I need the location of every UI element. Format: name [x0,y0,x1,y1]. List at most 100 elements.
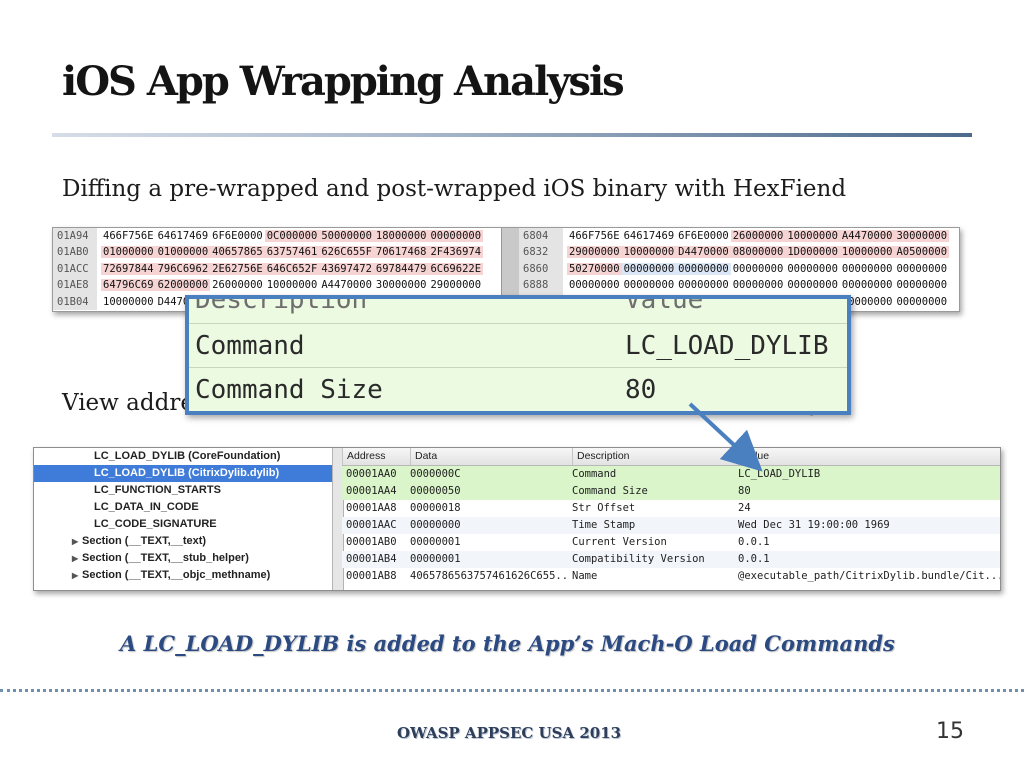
callout-header-description: Description [195,295,368,315]
tree-section-item[interactable]: ▶Section (__TEXT,__objc_methname) [34,567,332,584]
cell-value: 0.0.1 [738,553,770,565]
cell-data: 00000050 [410,485,461,497]
hex-word: 00000000 [787,279,838,292]
hex-word: 00000000 [732,262,784,275]
hex-word: 26000000 [212,279,263,292]
hex-word: 18000000 [373,230,429,242]
hex-word: 6F6E0000 [212,230,263,242]
tree-item-label: Section (__TEXT,__text) [82,535,207,547]
hex-word: 10000000 [103,295,154,308]
column-data[interactable]: Data [410,448,575,465]
callout-row-command-size: Command Size 80 [189,367,847,411]
callout-value: LC_LOAD_DYLIB [625,331,829,361]
hex-word: 466F756E [103,230,154,242]
tree-section-item[interactable]: ▶Section (__TEXT,__text) [34,533,332,550]
hex-word: 00000000 [569,279,620,292]
cell-address: 00001AAC [346,519,397,531]
hex-word: 64617469 [157,230,209,242]
hex-word: 00000000 [676,262,731,275]
hex-word: D4470000 [676,246,731,259]
hex-word: 466F756E [569,230,620,242]
disclosure-triangle-icon[interactable]: ▶ [72,571,79,580]
hex-word: 00000000 [841,279,893,292]
load-commands-tree[interactable]: LC_LOAD_DYLIB (CoreFoundation) LC_LOAD_DY… [34,448,332,590]
hex-word: 40657865 [210,246,265,259]
hex-word: A4470000 [321,279,372,292]
hex-word: 69784479 [373,262,429,275]
hex-word: 796C6962 [155,262,211,275]
subtitle-hexfiend: Diffing a pre-wrapped and post-wrapped i… [62,176,847,202]
hex-word: 30000000 [375,279,427,292]
tree-item-label: LC_DATA_IN_CODE [94,501,199,513]
tree-section-item[interactable]: ▶Section (__TEXT,__stub_helper) [34,550,332,567]
tree-load-command-item[interactable]: LC_DATA_IN_CODE [34,499,332,516]
tree-item-label: LC_LOAD_DYLIB (CoreFoundation) [94,450,281,462]
hex-offset: 01AB0 [53,244,97,261]
hex-word: 08000000 [730,246,786,259]
tree-load-command-item[interactable]: LC_LOAD_DYLIB (CitrixDylib.dylib) [34,465,332,482]
hex-word: 646C652F [264,262,320,275]
hex-offset: 01ACC [53,260,97,278]
hex-word: 00000000 [678,279,729,292]
tree-load-command-item[interactable]: LC_CODE_SIGNATURE [34,516,332,533]
hex-word: A4470000 [839,230,895,242]
cell-value: 24 [738,502,751,514]
hex-word: 01000000 [155,246,211,259]
hex-word: 1D000000 [785,246,840,259]
cell-description: Name [572,570,598,582]
column-value[interactable]: Value [738,448,1000,465]
disclosure-triangle-icon[interactable]: ▶ [72,537,79,546]
callout-header-value: Value [625,295,704,315]
cell-description: Compatibility Version [572,553,705,565]
footer-conference: OWASP APPSEC USA 2013 [397,724,622,742]
hex-word: 10000000 [839,246,895,259]
tree-item-label: Section (__TEXT,__stub_helper) [82,552,249,564]
cell-address: 00001AB0 [346,536,397,548]
hex-word: 00000000 [732,279,784,292]
hex-offset: 6888 [519,277,563,294]
cell-data: 00000018 [410,502,461,514]
hex-word: 63757461 [264,246,320,259]
cell-value: @executable_path/CitrixDylib.bundle/Cit.… [738,570,1000,582]
cell-data: 00000001 [410,536,461,548]
hex-offset: 01AE8 [53,277,97,294]
column-address[interactable]: Address [342,448,411,465]
hex-word: 43697472 [319,262,374,275]
tree-item-label: Section (__TEXT,__objc_methname) [82,569,271,581]
column-description[interactable]: Description [572,448,743,465]
cell-value: 80 [738,485,751,497]
callout-label: Command Size [195,375,383,405]
tree-load-command-item[interactable]: LC_FUNCTION_STARTS [34,482,332,499]
hex-word: 29000000 [567,246,622,259]
hex-word: 00000000 [896,295,948,308]
slide-title: iOS App Wrapping Analysis [62,58,625,105]
hex-word: 00000000 [623,279,675,292]
hex-word: 00000000 [841,262,893,275]
hex-offset: 01B04 [53,293,97,310]
page-number: 15 [936,719,964,744]
hex-word: 01000000 [101,246,156,259]
disclosure-triangle-icon[interactable]: ▶ [72,554,79,563]
tree-item-label: LC_CODE_SIGNATURE [94,518,217,530]
tree-load-command-item[interactable]: LC_LOAD_DYLIB (CoreFoundation) [34,448,332,465]
hex-word: 10000000 [266,279,318,292]
cell-address: 00001AB8 [346,570,397,582]
hex-word: 62000000 [155,279,211,292]
hex-offset: 01A94 [53,228,97,245]
hex-word: 00000000 [787,262,838,275]
